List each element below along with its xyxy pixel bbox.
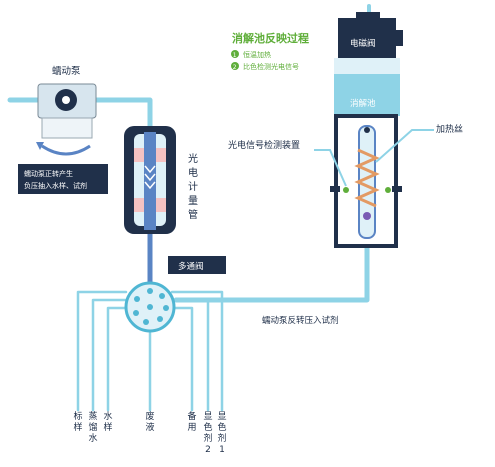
legend-badge-1-num: 1	[233, 52, 237, 59]
photo-detector-left	[343, 187, 349, 193]
legend-title: 消解池反映过程	[232, 31, 309, 45]
sensor-pad-top-left	[134, 148, 144, 162]
solenoid-valve-label: 电磁阀	[350, 38, 376, 49]
valve-to-cell-pipe	[173, 243, 370, 303]
channel-label-4: 废液	[145, 410, 154, 433]
channel-label-6-char-2: 色	[203, 421, 212, 433]
valve-port-2	[159, 293, 165, 299]
flow-chevron-icon	[144, 165, 156, 190]
channel-pipe-5	[170, 306, 194, 412]
peristaltic-pump: 蠕动泵 蠕动泵正转产生 负压抽入水样、试剂	[18, 66, 108, 194]
legend-badge-1	[231, 50, 239, 58]
photo-detector-right	[385, 187, 391, 193]
valve-port-7	[134, 296, 140, 302]
channel-label-2-char-1: 蒸	[88, 410, 97, 422]
callout-leaders	[314, 129, 434, 187]
legend-badge-2-num: 2	[233, 64, 237, 71]
channel-label-7-char-2: 色	[217, 421, 226, 433]
channel-pipe-6	[172, 298, 210, 412]
pump-note-box	[18, 164, 108, 194]
channel-label-6-char-3: 剂	[203, 432, 212, 444]
legend-badge-2	[231, 62, 239, 70]
pump-to-meter-pipe	[93, 97, 153, 129]
heater-wire-leader	[375, 129, 434, 163]
solenoid-valve-cap	[396, 30, 403, 46]
channel-label-5: 备用	[187, 410, 196, 433]
rotation-arrow-icon	[41, 144, 91, 156]
channel-label-1: 标样	[73, 410, 82, 433]
solenoid-valve-body	[338, 18, 396, 58]
channel-label-5-char-2: 用	[187, 422, 196, 433]
multiway-valve: 多通阀	[124, 256, 226, 333]
solenoid-top	[356, 12, 380, 20]
channel-label-2-char-2: 馏	[88, 421, 97, 433]
pump-note-line1: 蠕动泵正转产生	[24, 169, 73, 178]
meter-label-char-2: 电	[188, 166, 198, 179]
digestion-cell-assembly: 电磁阀 消解池	[330, 12, 403, 248]
channel-label-4-char-2: 液	[145, 421, 154, 433]
digestion-cell-label: 消解池	[350, 98, 376, 109]
channel-pipe-3	[106, 306, 132, 412]
channel-label-1-char-2: 样	[73, 421, 82, 433]
valve-port-4	[157, 316, 163, 322]
photo-detector-leader	[314, 149, 347, 187]
channel-label-3-char-2: 样	[103, 421, 112, 433]
valve-port-3	[163, 305, 169, 311]
channel-label-7-char-3: 剂	[217, 432, 226, 444]
channel-label-7-char-1: 显	[217, 411, 226, 422]
channel-label-6-char-1: 显	[203, 411, 212, 422]
sensor-pad-bottom-left	[134, 198, 144, 212]
channel-label-3-char-1: 水	[103, 410, 112, 422]
sensor-pad-bottom-right	[156, 198, 166, 212]
valve-port-1	[147, 288, 153, 294]
frame-bracket-left	[330, 186, 340, 192]
meter-label-char-5: 管	[188, 208, 198, 221]
frame-bracket-right	[392, 186, 402, 192]
legend-item-2: 比色检测光电信号	[243, 62, 299, 71]
channel-pipe-7	[170, 290, 224, 412]
pump-face	[41, 117, 93, 139]
valve-tag	[168, 256, 226, 274]
reverse-pump-label: 蠕动泵反转压入试剂	[262, 315, 339, 326]
pump-rotor-hub	[62, 96, 70, 104]
valve-label: 多通阀	[178, 261, 204, 272]
pump-note-line2: 负压抽入水样、试剂	[24, 181, 87, 190]
photoelectric-meter: 光 电 计 量 管	[124, 126, 198, 234]
channel-pipe-1	[76, 290, 128, 412]
meter-label-char-1: 光	[188, 152, 198, 165]
channel-label-6-char-4: 2	[205, 445, 211, 455]
channel-label-7-char-4: 1	[219, 445, 225, 455]
photo-detector-label: 光电信号检测装置	[228, 139, 300, 151]
pump-title: 蠕动泵	[52, 66, 81, 77]
tube-top-marker	[364, 127, 370, 133]
channel-label-4-char-1: 废	[145, 410, 154, 422]
pipe-network	[7, 4, 371, 412]
channel-label-3: 水样	[103, 410, 112, 433]
meter-label-char-4: 量	[188, 195, 198, 207]
channel-label-2: 蒸馏水	[88, 410, 97, 444]
sample-droplet	[363, 212, 371, 220]
channel-pipe-2	[91, 298, 130, 412]
sensor-pad-top-right	[156, 148, 166, 162]
valve-port-center	[147, 304, 153, 310]
process-legend: 消解池反映过程 1 恒温加热 2 比色检测光电信号	[231, 31, 309, 71]
channel-label-2-char-3: 水	[88, 432, 97, 444]
channel-label-5-char-1: 备	[187, 410, 196, 422]
meter-label-char-3: 计	[188, 180, 198, 193]
digestion-cell-top-band	[334, 58, 400, 74]
heater-wire-label: 加热丝	[436, 123, 463, 135]
heater-wire-coil	[354, 148, 380, 208]
legend-item-1: 恒温加热	[243, 50, 271, 59]
valve-port-5	[143, 319, 149, 325]
valve-port-6	[133, 310, 139, 316]
channel-label-1-char-1: 标	[73, 410, 82, 422]
